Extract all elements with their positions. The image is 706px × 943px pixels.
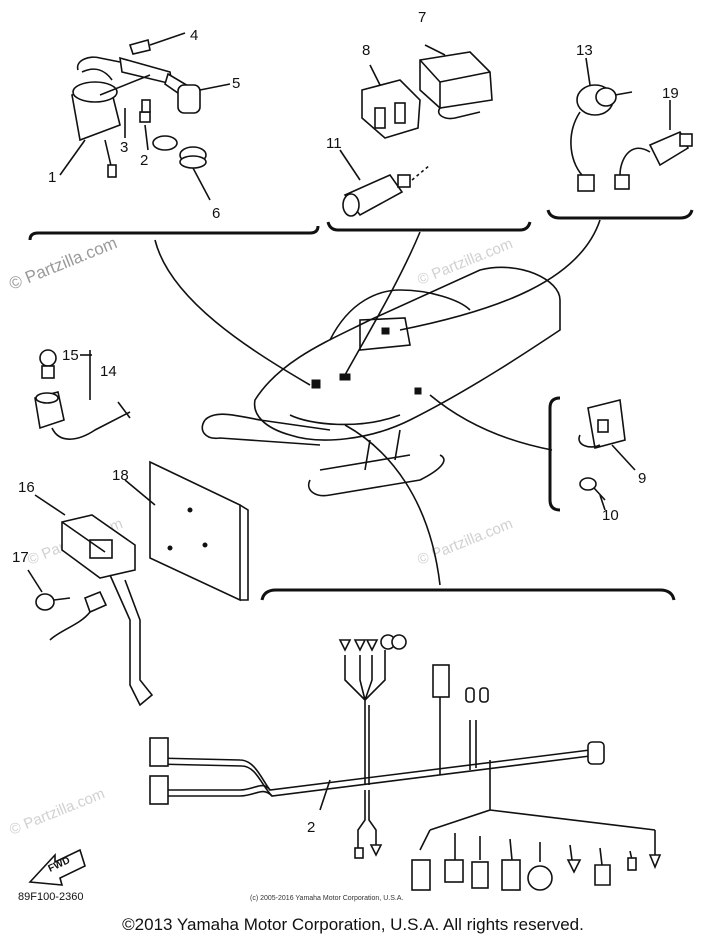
bulb-assembly <box>34 349 131 440</box>
plug-9 <box>578 399 636 471</box>
callout-1: 1 <box>48 169 56 186</box>
condenser-11 <box>339 149 431 217</box>
relay-16 <box>34 494 154 707</box>
callout-17: 17 <box>12 549 29 566</box>
callout-3: 3 <box>120 139 128 156</box>
callout-15: 15 <box>62 347 79 364</box>
callout-5: 5 <box>232 75 240 92</box>
sensor-17 <box>27 569 108 641</box>
bracket-plug-group <box>548 396 561 512</box>
leader-ignition <box>154 239 311 386</box>
small-copyright: (c) 2005-2016 Yamaha Motor Corporation, … <box>250 895 403 902</box>
watermark-main: © Partzilla.com <box>6 233 119 294</box>
footer-copyright: ©2013 Yamaha Motor Corporation, U.S.A. A… <box>122 915 584 934</box>
watermark-faint-2: © Partzilla.com <box>415 515 515 569</box>
callout-2-harness: 2 <box>307 819 315 836</box>
wire-harness-12 <box>149 634 662 891</box>
part-2-3-bolts <box>124 99 151 151</box>
callout-18: 18 <box>112 467 129 484</box>
stop-switch-19 <box>614 100 693 190</box>
leader-plug <box>429 394 553 451</box>
part-5-boot <box>177 83 231 114</box>
screw-10 <box>579 477 606 511</box>
callout-14: 14 <box>100 363 117 380</box>
part-6-grommets <box>152 135 211 201</box>
fwd-arrow-icon: FWD <box>28 848 86 886</box>
callout-10: 10 <box>602 507 619 524</box>
callout-2-coil: 2 <box>140 152 148 169</box>
callout-6: 6 <box>212 205 220 222</box>
snowmobile-outline <box>201 266 561 497</box>
callout-19: 19 <box>662 85 679 102</box>
callout-9: 9 <box>638 470 646 487</box>
watermark-faint-3: © Partzilla.com <box>7 785 107 839</box>
bracket-ignition-group <box>28 225 320 241</box>
cdi-bracket-8 <box>361 64 421 139</box>
callout-7: 7 <box>418 9 426 26</box>
part-4-clip <box>128 32 186 55</box>
callout-11: 11 <box>326 135 342 152</box>
watermark-faint-1: © Partzilla.com <box>415 235 515 289</box>
diagram-code: 89F100-2360 <box>18 891 83 903</box>
bracket-cdi-group <box>326 221 532 232</box>
bracket-harness-group <box>260 588 676 601</box>
ignition-coil <box>59 56 121 178</box>
callout-8: 8 <box>362 42 370 59</box>
mounting-board-18 <box>124 460 249 602</box>
callout-13: 13 <box>576 42 593 59</box>
leader-cdi <box>344 231 421 376</box>
leader-switch <box>399 219 601 331</box>
main-switch-13 <box>570 57 633 192</box>
bracket-switch-group <box>546 209 694 220</box>
callout-16: 16 <box>18 479 35 496</box>
cdi-unit-7 <box>419 44 493 120</box>
callout-4: 4 <box>190 27 198 44</box>
